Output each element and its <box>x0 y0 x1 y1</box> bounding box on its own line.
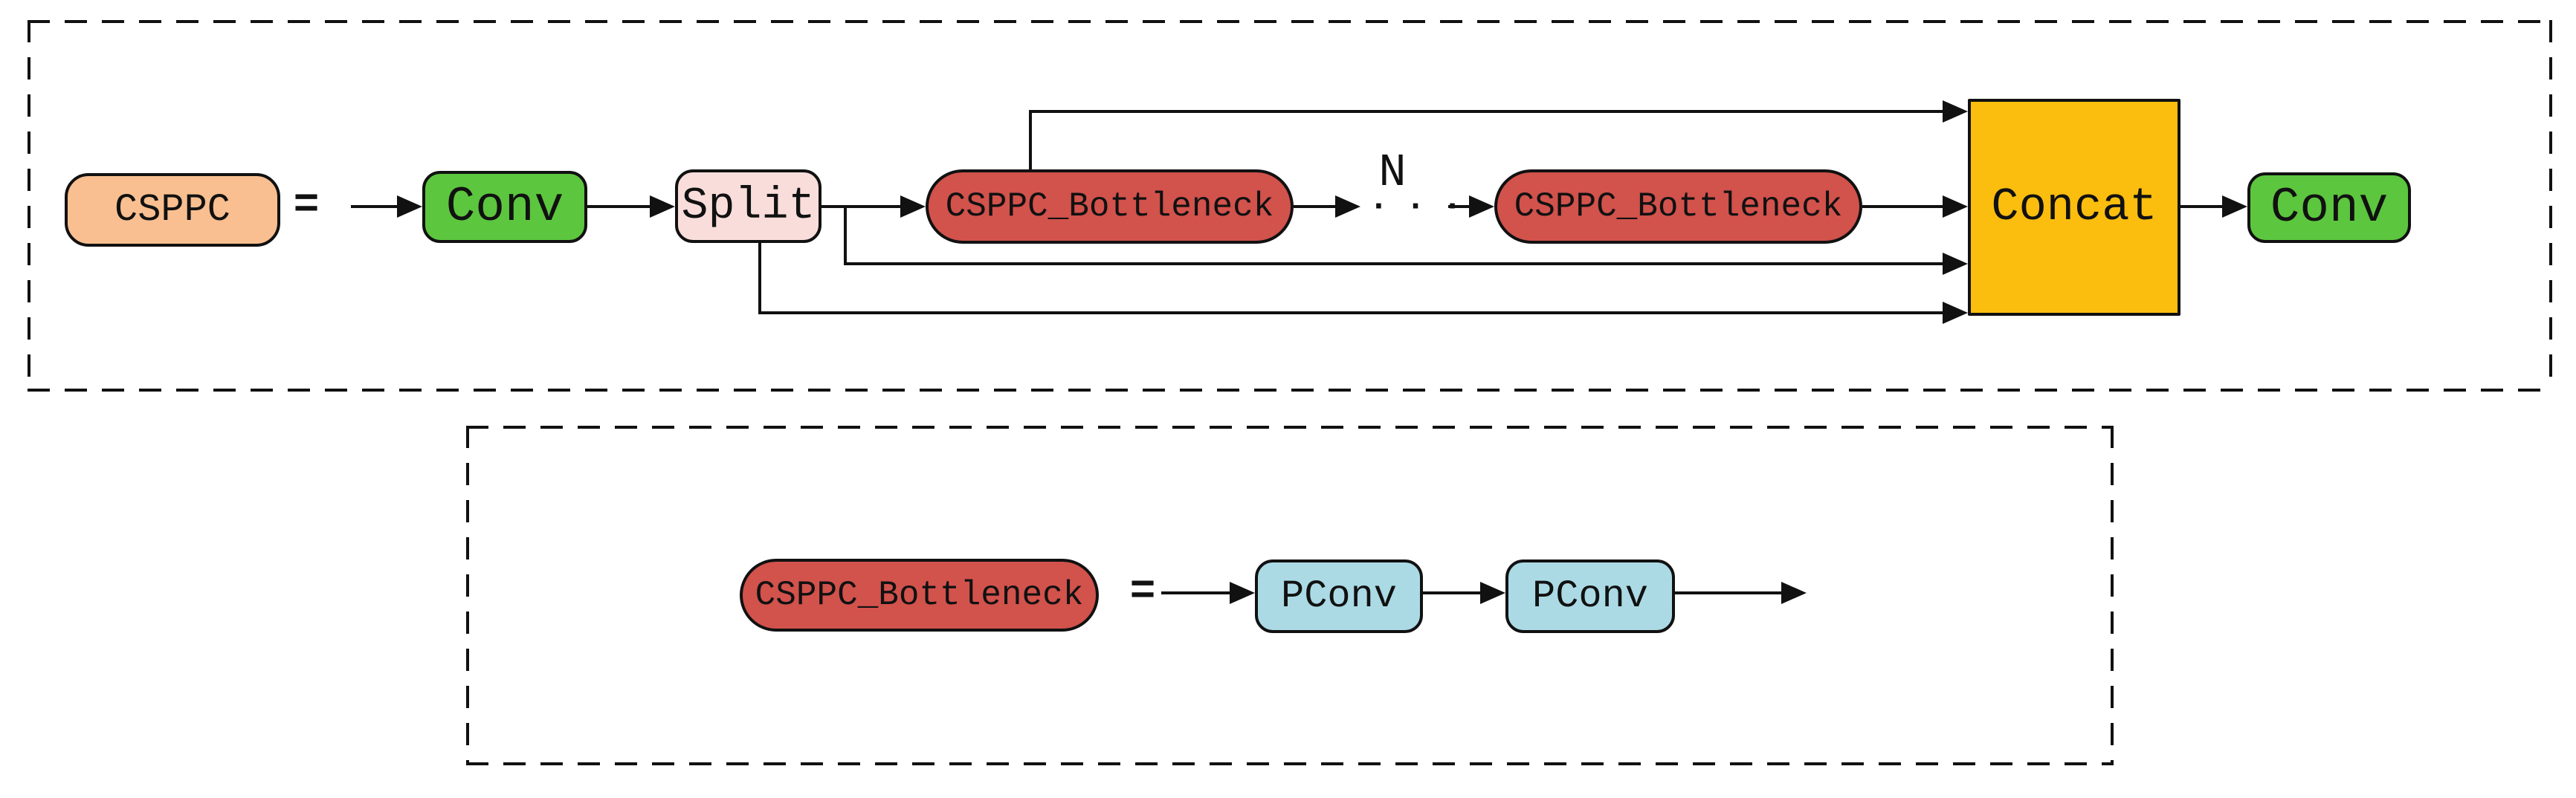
arrowhead-skip1-to-concat-icon <box>1943 100 1968 123</box>
split-node: Split <box>675 169 821 243</box>
concat-node-label: Concat <box>1991 181 2157 233</box>
bottom-panel-border-left <box>466 426 469 765</box>
arrow-line-bottleneck2-to-concat <box>1862 205 1944 208</box>
arrowhead-skip2-to-concat-icon <box>1943 253 1968 275</box>
equals-sign-top: = <box>293 182 320 230</box>
bottom-panel-border-bottom <box>466 762 2114 765</box>
equals-sign-bottom: = <box>1129 568 1156 617</box>
conv-input-node-label: Conv <box>445 178 564 235</box>
arrowhead-concat-to-conv-icon <box>2222 195 2247 218</box>
skip-line-bottleneck1-horizontal <box>1029 110 1944 113</box>
arrowhead-pconv1-to-pconv2-icon <box>1480 582 1505 604</box>
conv-output-node: Conv <box>2247 172 2411 243</box>
top-panel-border-top <box>28 20 2552 23</box>
csppc-node: CSPPC <box>65 173 280 247</box>
pconv-1-node: PConv <box>1255 559 1423 633</box>
bottleneck-2-node: CSPPC_Bottleneck <box>1494 169 1862 244</box>
arrowhead-bottleneck2-to-concat-icon <box>1943 195 1968 218</box>
arrow-line-concat-to-conv <box>2180 205 2224 208</box>
arrow-line-dots-to-bottleneck2 <box>1448 205 1471 208</box>
arrowhead-conv-to-split-icon <box>650 195 675 218</box>
arrowhead-equals-to-conv-icon <box>397 195 422 218</box>
bottleneck-1-node: CSPPC_Bottleneck <box>926 169 1294 244</box>
arrow-line-split-to-bottleneck1 <box>821 205 902 208</box>
arrowhead-pconv2-output-icon <box>1781 582 1807 604</box>
bottleneck-2-node-label: CSPPC_Bottleneck <box>1514 187 1843 226</box>
arrowhead-equals-to-pconv1-icon <box>1230 582 1255 604</box>
repeat-count-label: N <box>1378 146 1407 199</box>
skip-line-split-bottom-vertical <box>758 243 761 314</box>
arrow-line-bottleneck1-to-dots <box>1294 205 1337 208</box>
arrowhead-dots-to-bottleneck2-icon <box>1469 195 1494 218</box>
arrow-line-equals-to-pconv1 <box>1161 591 1231 594</box>
bottleneck-definition-node-label: CSPPC_Bottleneck <box>755 576 1084 614</box>
concat-node: Concat <box>1968 99 2180 316</box>
arrow-line-conv-to-split <box>587 205 651 208</box>
arrowhead-skip3-to-concat-icon <box>1943 302 1968 324</box>
pconv-1-node-label: PConv <box>1280 574 1398 618</box>
skip-line-bottleneck1-vertical <box>1029 110 1032 171</box>
bottleneck-definition-node: CSPPC_Bottleneck <box>740 559 1099 632</box>
bottom-panel-border-right <box>2111 426 2114 765</box>
csppc-node-label: CSPPC <box>114 187 231 232</box>
arrow-line-equals-to-conv <box>351 205 398 208</box>
pconv-2-node: PConv <box>1505 559 1675 633</box>
arrowhead-bottleneck1-to-dots-icon <box>1335 195 1360 218</box>
bottom-panel-border-top <box>466 426 2114 429</box>
arrow-line-pconv1-to-pconv2 <box>1423 591 1482 594</box>
skip-line-split-branch-horizontal <box>844 262 1944 265</box>
split-node-label: Split <box>681 181 816 232</box>
conv-input-node: Conv <box>422 171 587 243</box>
skip-line-split-branch-vertical <box>844 205 847 265</box>
skip-line-split-bottom-horizontal <box>758 311 1944 314</box>
arrow-line-pconv2-output <box>1675 591 1783 594</box>
bottleneck-1-node-label: CSPPC_Bottleneck <box>945 187 1274 226</box>
arrowhead-split-to-bottleneck1-icon <box>900 195 926 218</box>
pconv-2-node-label: PConv <box>1531 574 1649 618</box>
ellipsis-label: ··· <box>1368 187 1479 226</box>
top-panel-border-bottom <box>28 389 2552 392</box>
top-panel-border-right <box>2549 20 2552 392</box>
top-panel-border-left <box>28 20 30 392</box>
conv-output-node-label: Conv <box>2270 179 2389 236</box>
